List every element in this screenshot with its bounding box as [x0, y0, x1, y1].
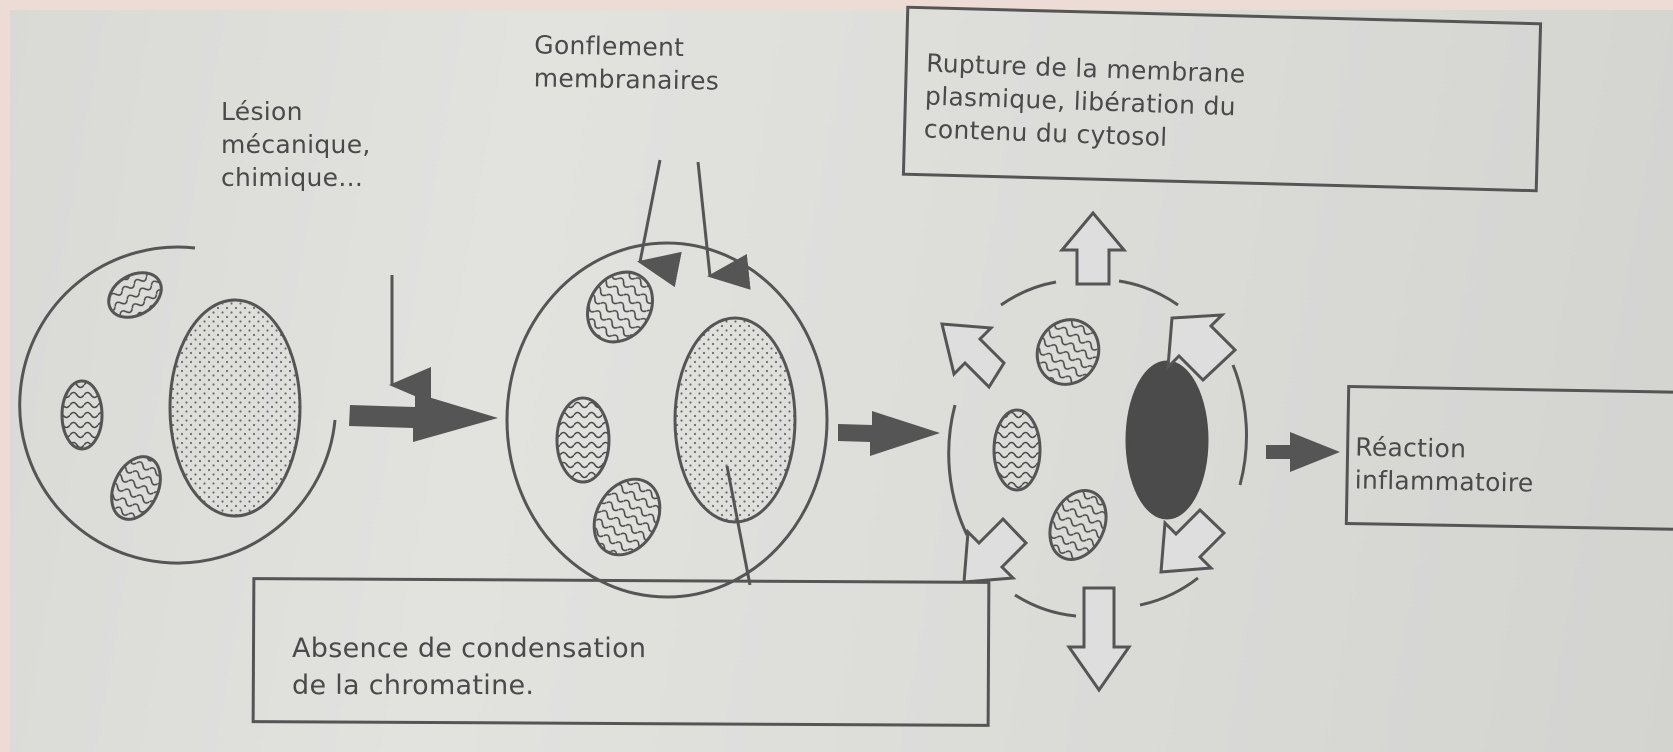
- membrane-fragment: [949, 405, 967, 535]
- membrane-fragment: [1119, 281, 1178, 305]
- release-arrow-down-right: [1161, 510, 1224, 572]
- cell-1-mitochondrion: [102, 449, 170, 527]
- release-arrow-down: [1069, 588, 1129, 690]
- release-arrow-up: [1062, 213, 1124, 284]
- membrane-fragment: [1015, 595, 1076, 616]
- cell-3-pyknotic-nucleus: [1127, 362, 1207, 518]
- swelling-arrow-right: [698, 162, 710, 276]
- cell-1-mitochondrion: [62, 381, 102, 449]
- cell-3-mitochondrion: [1026, 308, 1111, 395]
- lesion-label: Lésion mécanique, chimique...: [221, 95, 371, 194]
- cell-2-mitochondrion: [557, 398, 609, 482]
- swelling-arrow-left: [640, 160, 660, 262]
- big-arrow-2: [838, 411, 940, 456]
- release-arrow-up-left: [942, 324, 1004, 387]
- rupture-label: Rupture de la membrane plasmique, libéra…: [923, 46, 1246, 156]
- release-arrow-down-left: [964, 519, 1026, 582]
- cell-1-normal: [20, 247, 335, 563]
- cell-1-mitochondrion: [101, 264, 169, 327]
- big-arrow-1: [349, 393, 498, 442]
- big-arrow-3: [1266, 432, 1340, 472]
- membrane-fragment: [1233, 365, 1247, 485]
- cell-2-swollen: [507, 243, 827, 597]
- cell-2-mitochondrion: [581, 467, 673, 566]
- membrane-fragment: [1140, 578, 1198, 605]
- reaction-label: Réaction inflammatoire: [1354, 430, 1534, 499]
- gonflement-label: Gonflement membranaires: [533, 28, 720, 97]
- membrane-fragment: [1001, 282, 1056, 305]
- cell-2-mitochondrion: [574, 259, 666, 354]
- cell-3-mitochondrion: [994, 410, 1040, 490]
- cell-2-nucleus: [675, 318, 795, 522]
- absence-label: Absence de condensation de la chromatine…: [292, 630, 646, 704]
- cell-1-nucleus: [170, 300, 300, 516]
- cell-3-mitochondrion: [1039, 481, 1117, 568]
